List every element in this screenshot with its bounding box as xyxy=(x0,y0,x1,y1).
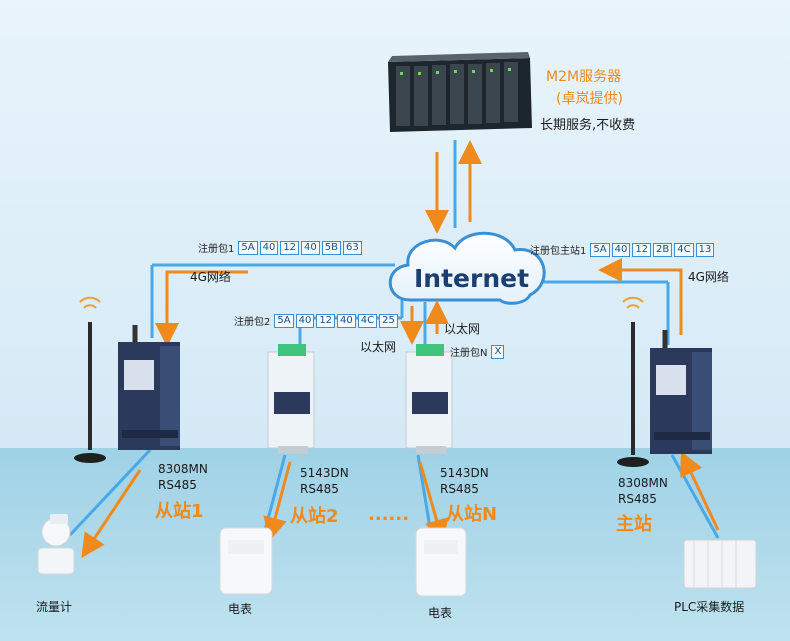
data-flow-arrows xyxy=(81,140,720,558)
device-4-iface: RS485 xyxy=(618,492,657,506)
packet-label: 注册包1 xyxy=(198,244,235,255)
packet-1: 注册包1 5A 40 12 40 5B 63 xyxy=(198,240,362,255)
packet-byte: 25 xyxy=(379,313,398,328)
packet-byte: 12 xyxy=(316,313,336,328)
device-2-model: 5143DN xyxy=(300,466,349,480)
packet-byte: 5B xyxy=(321,240,342,255)
server-note: 长期服务,不收费 xyxy=(540,118,636,133)
packet-n: 注册包N X xyxy=(450,344,505,359)
packet-byte: X xyxy=(491,344,505,359)
packet-byte: 12 xyxy=(632,242,652,257)
server-name: M2M服务器 xyxy=(546,69,622,85)
device-5143dn-slave2 xyxy=(267,344,315,454)
internet-cloud xyxy=(388,231,546,305)
device-8308mn-master xyxy=(650,330,712,454)
device-5143dn-slaveN xyxy=(405,344,453,454)
server-provider: (卓岚提供) xyxy=(556,91,623,107)
right-4g-label: 4G网络 xyxy=(688,270,729,284)
packet-label: 注册包主站1 xyxy=(530,246,587,257)
packet-byte: 40 xyxy=(259,240,279,255)
endpoint-meter-1: 电表 xyxy=(228,602,253,616)
packet-label: 注册包N xyxy=(450,348,488,359)
device-2-role: 从站2 xyxy=(290,506,339,527)
antenna-left-icon xyxy=(74,296,106,463)
device-1-iface: RS485 xyxy=(158,478,197,492)
packet-2: 注册包2 5A 40 12 40 4C 25 xyxy=(234,313,398,328)
flow-meter-icon xyxy=(37,514,75,575)
packet-byte: 4C xyxy=(357,313,378,328)
server-rack-icon xyxy=(388,52,532,132)
endpoint-meter-2: 电表 xyxy=(428,606,453,620)
left-4g-label: 4G网络 xyxy=(190,270,231,284)
antenna-right-icon xyxy=(617,296,649,467)
packet-byte: 40 xyxy=(301,240,320,255)
eth-left-label: 以太网 xyxy=(360,340,397,354)
power-meter-1-icon xyxy=(219,527,273,595)
packet-master-1: 注册包主站1 5A 40 12 2B 4C 13 xyxy=(530,242,715,257)
packet-label: 注册包2 xyxy=(234,317,271,328)
device-1-model: 8308MN xyxy=(158,462,208,476)
packet-byte: 2B xyxy=(653,242,673,257)
packet-byte: 40 xyxy=(337,313,356,328)
device-4-role: 主站 xyxy=(616,514,652,535)
device-3-model: 5143DN xyxy=(440,466,489,480)
packet-byte: 5A xyxy=(274,313,294,328)
packet-byte: 12 xyxy=(280,240,300,255)
cloud-label: Internet xyxy=(414,264,530,293)
packet-byte: 40 xyxy=(295,313,315,328)
packet-byte: 5A xyxy=(238,240,258,255)
packet-byte: 63 xyxy=(343,240,362,255)
device-2-iface: RS485 xyxy=(300,482,339,496)
power-meter-2-icon xyxy=(415,527,467,597)
device-8308mn-slave1 xyxy=(118,325,180,450)
packet-byte: 5A xyxy=(590,242,610,257)
ellipsis: ...... xyxy=(368,504,410,525)
plc-icon xyxy=(683,539,757,589)
packet-byte: 40 xyxy=(611,242,631,257)
device-1-role: 从站1 xyxy=(155,501,204,522)
device-4-model: 8308MN xyxy=(618,476,668,490)
packet-byte: 4C xyxy=(674,242,694,257)
endpoint-plc: PLC采集数据 xyxy=(674,600,745,614)
eth-right-label: 以太网 xyxy=(444,322,481,336)
packet-byte: 13 xyxy=(695,242,715,257)
endpoint-flow-meter: 流量计 xyxy=(36,600,73,614)
device-3-iface: RS485 xyxy=(440,482,479,496)
device-3-role: 从站N xyxy=(446,504,498,525)
